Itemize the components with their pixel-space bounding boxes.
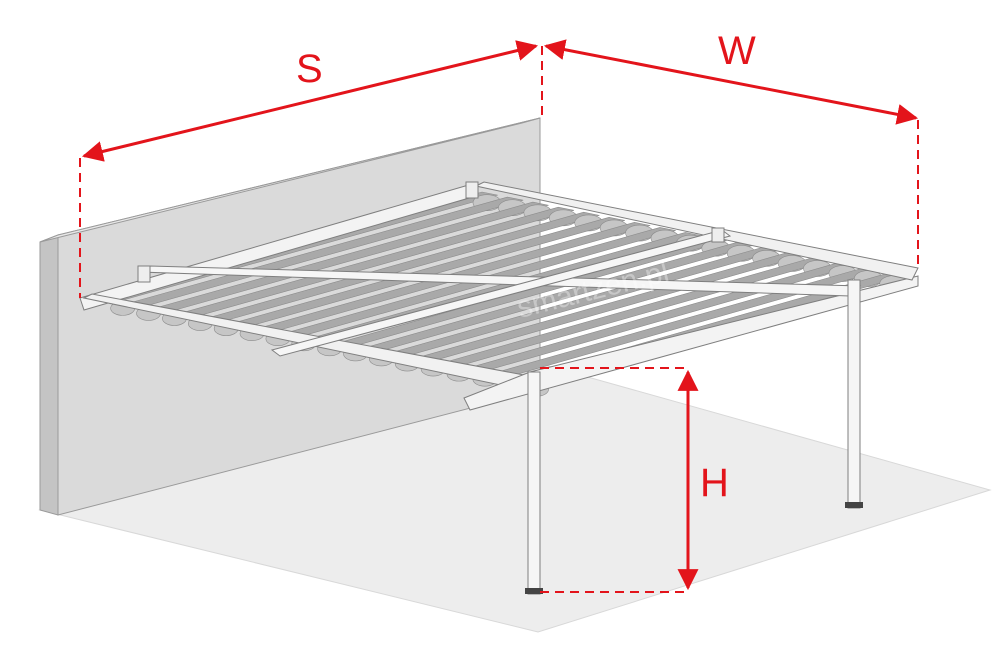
h-label: H — [700, 461, 729, 505]
post-base — [845, 502, 863, 508]
post-base — [525, 588, 543, 594]
beam-cap — [711, 227, 725, 243]
right-post — [847, 279, 861, 509]
center-beam — [270, 229, 732, 357]
dimension-w: W — [541, 29, 919, 268]
wall-side-face — [39, 234, 59, 516]
dimension-s: S — [79, 40, 539, 298]
posts — [525, 279, 863, 595]
s-dimension-line — [81, 40, 539, 162]
pergola-frame — [79, 181, 919, 411]
w-label: W — [718, 29, 756, 73]
dimension-h: H — [540, 367, 729, 593]
right-side-rail — [474, 181, 919, 281]
front-post — [527, 371, 541, 595]
s-label: S — [296, 47, 323, 91]
front-rail — [463, 275, 919, 411]
beam-cap — [465, 181, 479, 199]
w-dimension-line — [543, 39, 919, 125]
beam-cap — [137, 265, 151, 283]
